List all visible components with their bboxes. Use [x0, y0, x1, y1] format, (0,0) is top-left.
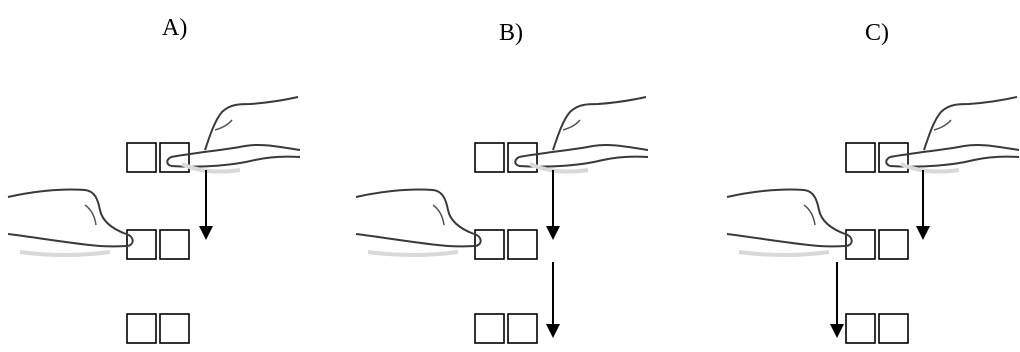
panel-b-left-hand-icon [354, 187, 483, 257]
panel-c-middle-squares [845, 229, 909, 260]
panel-a-bottom-squares [126, 313, 190, 344]
panel-a [6, 95, 302, 344]
panel-b-middle-squares [474, 229, 538, 260]
panel-b-bottom-squares [474, 313, 538, 344]
panel-a-left-hand-icon [6, 187, 135, 257]
panel-c-lower-arrow-icon [830, 262, 844, 338]
panel-b-lower-arrow-icon [546, 262, 560, 338]
panel-c-label: C) [865, 20, 889, 46]
panel-c-top-squares [845, 142, 909, 173]
panel-a-top-squares [126, 142, 190, 173]
panel-a-arrow-icon [199, 170, 213, 240]
panel-b-label: B) [499, 20, 523, 46]
panel-a-label: A) [162, 15, 188, 41]
panel-c [725, 95, 1020, 344]
panel-b [354, 95, 650, 344]
panel-a-middle-squares [126, 229, 190, 260]
panel-c-upper-arrow-icon [916, 170, 930, 240]
panel-b-top-squares [474, 142, 538, 173]
panel-c-bottom-squares [845, 313, 909, 344]
panel-b-upper-arrow-icon [546, 170, 560, 240]
panel-c-left-hand-icon [725, 187, 854, 257]
